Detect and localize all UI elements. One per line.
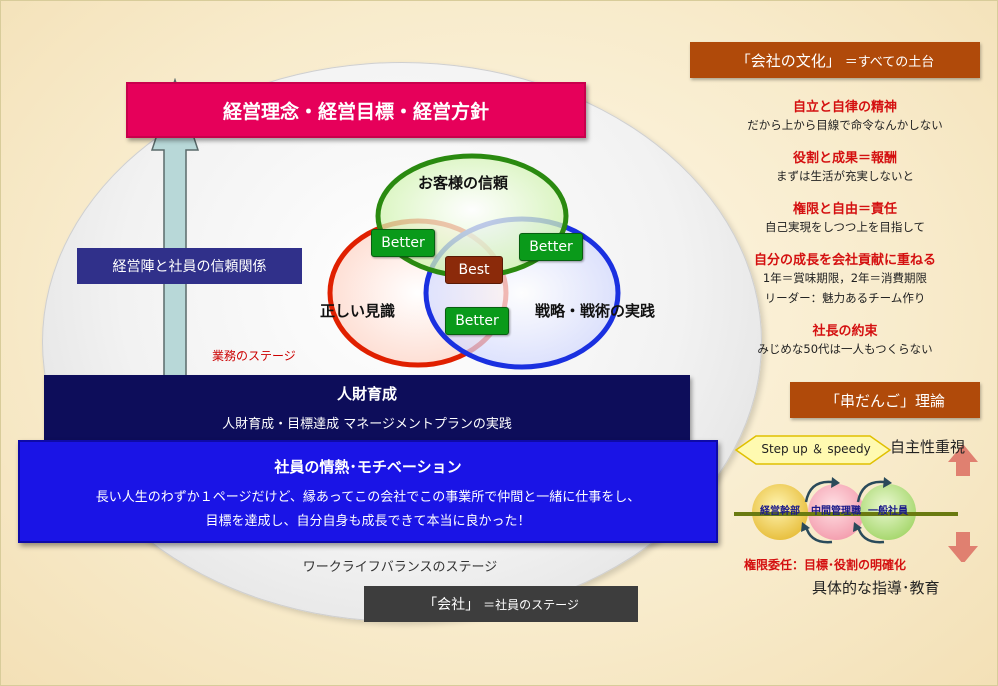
culture-item-5-title: 社長の約束: [812, 324, 878, 339]
culture-header-main: 「会社の文化」: [735, 51, 841, 70]
up-arrow-icon: [948, 444, 978, 476]
better-badge-right: Better: [519, 233, 583, 261]
rotate-arrow-icon-1: [804, 480, 833, 503]
culture-item-3-title: 権限と自由＝責任: [792, 202, 897, 217]
company-stage-main: 「会社」: [423, 597, 480, 613]
culture-header-sub: ＝すべての土台: [844, 54, 935, 70]
culture-item-4-title: 自分の成長を会社貢献に重ねる: [753, 253, 936, 268]
delegation-label: 権限委任：目標･役割の明確化: [744, 558, 907, 572]
label-strategy-practice: 戦略・戦術の実践: [535, 302, 656, 320]
guidance-label: 具体的な指導･教育: [812, 579, 940, 597]
culture-item-3-line-1: 自己実現をしつつ上を目指して: [765, 220, 925, 234]
stepup-label: Step up ＆ speedy: [761, 442, 871, 456]
motivation-line-1: 長い人生のわずか１ページだけど、縁あってこの会社でこの事業所で仲間と一緒に仕事を…: [95, 490, 641, 505]
culture-item-4-line-1: 1年＝賞味期限，2年＝消費期限: [762, 271, 928, 285]
business-stage-label: 業務のステージ: [212, 349, 296, 363]
culture-item-2-line-1: まずは生活が充実しないと: [776, 169, 914, 183]
work-life-balance-label: ワークライフバランスのステージ: [302, 560, 498, 575]
down-arrow-icon: [948, 532, 978, 562]
motivation-line-2: 目標を達成し、自分自身も成長できて本当に良かった！: [205, 514, 531, 529]
autonomy-label: 自主性重視: [890, 438, 966, 456]
better-badge-left: Better: [371, 229, 435, 257]
dango-diagram: [734, 435, 978, 562]
hr-development-bar: 人財育成 人財育成・目標達成 マネージメントプランの実践: [44, 375, 690, 441]
label-correct-knowledge: 正しい見識: [320, 302, 396, 320]
culture-item-1-line-1: だから上から目線で命令なんかしない: [747, 118, 943, 132]
culture-item-4-line-2: リーダー：魅力あるチーム作り: [764, 291, 926, 305]
company-stage-box: 「会社」 ＝社員のステージ: [364, 586, 638, 622]
hr-title: 人財育成: [336, 385, 397, 403]
rotate-arrow-icon-2: [856, 480, 885, 503]
better-badge-bottom: Better: [445, 307, 509, 335]
culture-header: 「会社の文化」 ＝すべての土台: [690, 42, 980, 78]
ball-label-executives: 経営幹部: [760, 506, 800, 517]
stepup-hexagon: [734, 435, 892, 465]
trust-relationship-label: 経営陣と社員の信頼関係: [77, 248, 302, 284]
motivation-bar: 社員の情熱･モチベーション 長い人生のわずか１ページだけど、縁あってこの会社でこ…: [18, 440, 718, 543]
label-customer-trust: お客様の信頼: [418, 174, 509, 192]
ball-label-middle-managers: 中間管理職: [811, 506, 861, 517]
culture-item-2-title: 役割と成果＝報酬: [792, 151, 897, 166]
management-philosophy-bar: 経営理念・経営目標・経営方針: [126, 82, 586, 138]
culture-item-5-line-1: みじめな50代は一人もつくらない: [757, 342, 933, 356]
motivation-title: 社員の情熱･モチベーション: [274, 458, 462, 476]
hr-subtitle: 人財育成・目標達成 マネージメントプランの実践: [222, 417, 512, 432]
dango-header: 「串だんご」理論: [790, 382, 980, 418]
ball-label-general-staff: 一般社員: [868, 506, 908, 517]
best-badge: Best: [445, 256, 503, 284]
culture-item-1-title: 自立と自律の精神: [792, 100, 897, 115]
company-stage-sub: ＝社員のステージ: [483, 597, 579, 612]
